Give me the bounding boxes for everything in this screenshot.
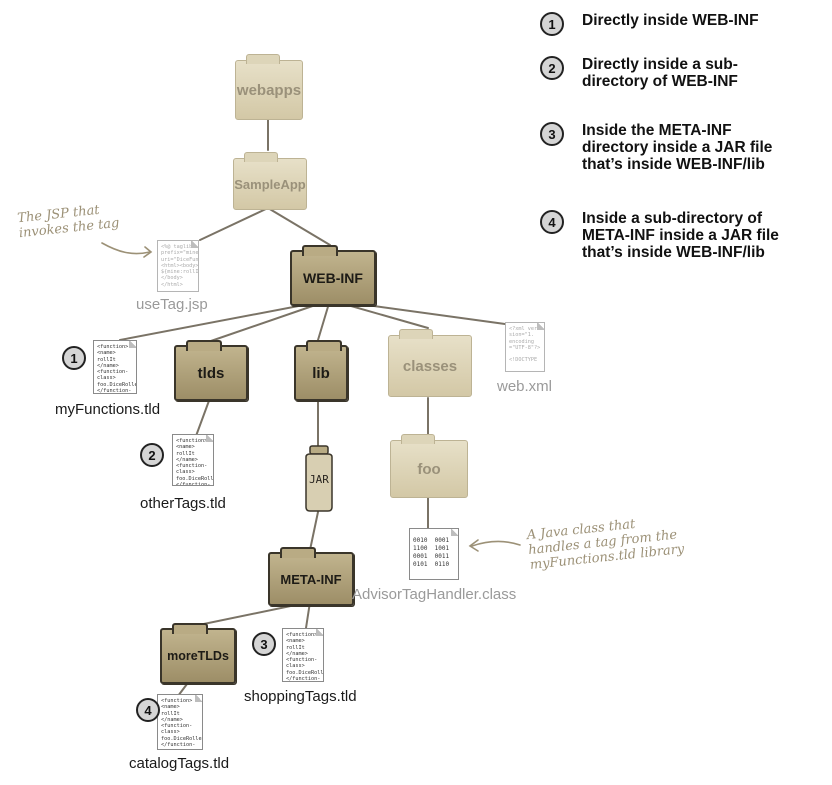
class-note-arrowhead — [468, 539, 479, 552]
line-tlds-othertags — [195, 397, 211, 437]
page-fold-icon — [206, 435, 213, 442]
myfunctions-label: myFunctions.tld — [55, 401, 161, 418]
advisor-label: AdvisorTagHandler.class — [352, 586, 517, 603]
catalogtags-label: catalogTags.tld — [129, 755, 230, 772]
legend-text: Directly inside a sub- directory of WEB-… — [582, 56, 738, 90]
folder-sampleapp: SampleApp — [233, 152, 307, 210]
badge-4: 4 — [136, 698, 160, 722]
line-webinf-lib — [317, 299, 331, 341]
folder-webinf: WEB-INF — [290, 245, 376, 306]
othertags-file-icon: <function> <name> rollIt </name> <functi… — [172, 434, 214, 486]
usetag-label: useTag.jsp — [136, 296, 208, 313]
legend-badge: 1 — [540, 12, 564, 36]
page-fold-icon — [191, 241, 198, 248]
folder-webapps: webapps — [235, 54, 303, 120]
catalogtags-file-icon: <function> <name> rollIt </name> <functi… — [157, 694, 203, 750]
folder-classes: classes — [388, 329, 472, 397]
legend-badge: 4 — [540, 210, 564, 234]
jsp-note-arrow — [101, 242, 151, 255]
legend-badge: 2 — [540, 56, 564, 80]
jsp-note-arrowhead — [143, 246, 153, 258]
line-webinf-tlds — [207, 299, 331, 343]
page-fold-icon — [451, 529, 458, 536]
folder-tlds: tlds — [174, 340, 248, 401]
badge-3: 3 — [252, 632, 276, 656]
othertags-label: otherTags.tld — [140, 495, 226, 512]
line-metainf-moretlds — [193, 601, 311, 627]
jar-icon — [305, 445, 333, 512]
legend-badge: 3 — [540, 122, 564, 146]
folder-metainf: META-INF — [268, 547, 354, 606]
advisor-class-file-icon: 0010 0001 1100 1001 0001 0011 0101 0110 — [409, 528, 459, 580]
usetag-file-icon: <%@ taglib prefix="mine" uri="DiceFun <h… — [157, 240, 199, 292]
webxml-label: web.xml — [497, 378, 553, 395]
webxml-file-icon: <?xml ver sion="1. encoding ="UTF-8"?> <… — [505, 322, 545, 372]
legend-text: Inside a sub-directory of META-INF insid… — [582, 210, 779, 261]
line-sampleapp-usetag — [199, 207, 269, 241]
page-fold-icon — [195, 695, 202, 702]
shoppingtags-label: shoppingTags.tld — [244, 688, 357, 705]
page-fold-icon — [129, 341, 136, 348]
line-jar-metainf — [309, 511, 319, 551]
line-sampleapp-webinf — [267, 207, 331, 246]
page-fold-icon — [537, 323, 544, 330]
folder-foo: foo — [390, 434, 468, 498]
badge-2: 2 — [140, 443, 164, 467]
badge-1: 1 — [62, 346, 86, 370]
legend-text: Inside the META-INF directory inside a J… — [582, 122, 773, 173]
jar-label: JAR — [309, 473, 329, 486]
page-fold-icon — [316, 629, 323, 636]
folder-lib: lib — [294, 340, 348, 401]
legend-text: Directly inside WEB-INF — [582, 12, 759, 29]
shoppingtags-file-icon: <function> <name> rollIt </name> <functi… — [282, 628, 324, 682]
class-note-arrow — [471, 540, 521, 547]
line-metainf-shoppingtags — [305, 601, 311, 629]
myfunctions-file-icon: <function> <name> rollIt </name> <functi… — [93, 340, 137, 394]
line-webinf-myfunctions — [119, 299, 331, 341]
folder-moretlds: moreTLDs — [160, 623, 236, 684]
